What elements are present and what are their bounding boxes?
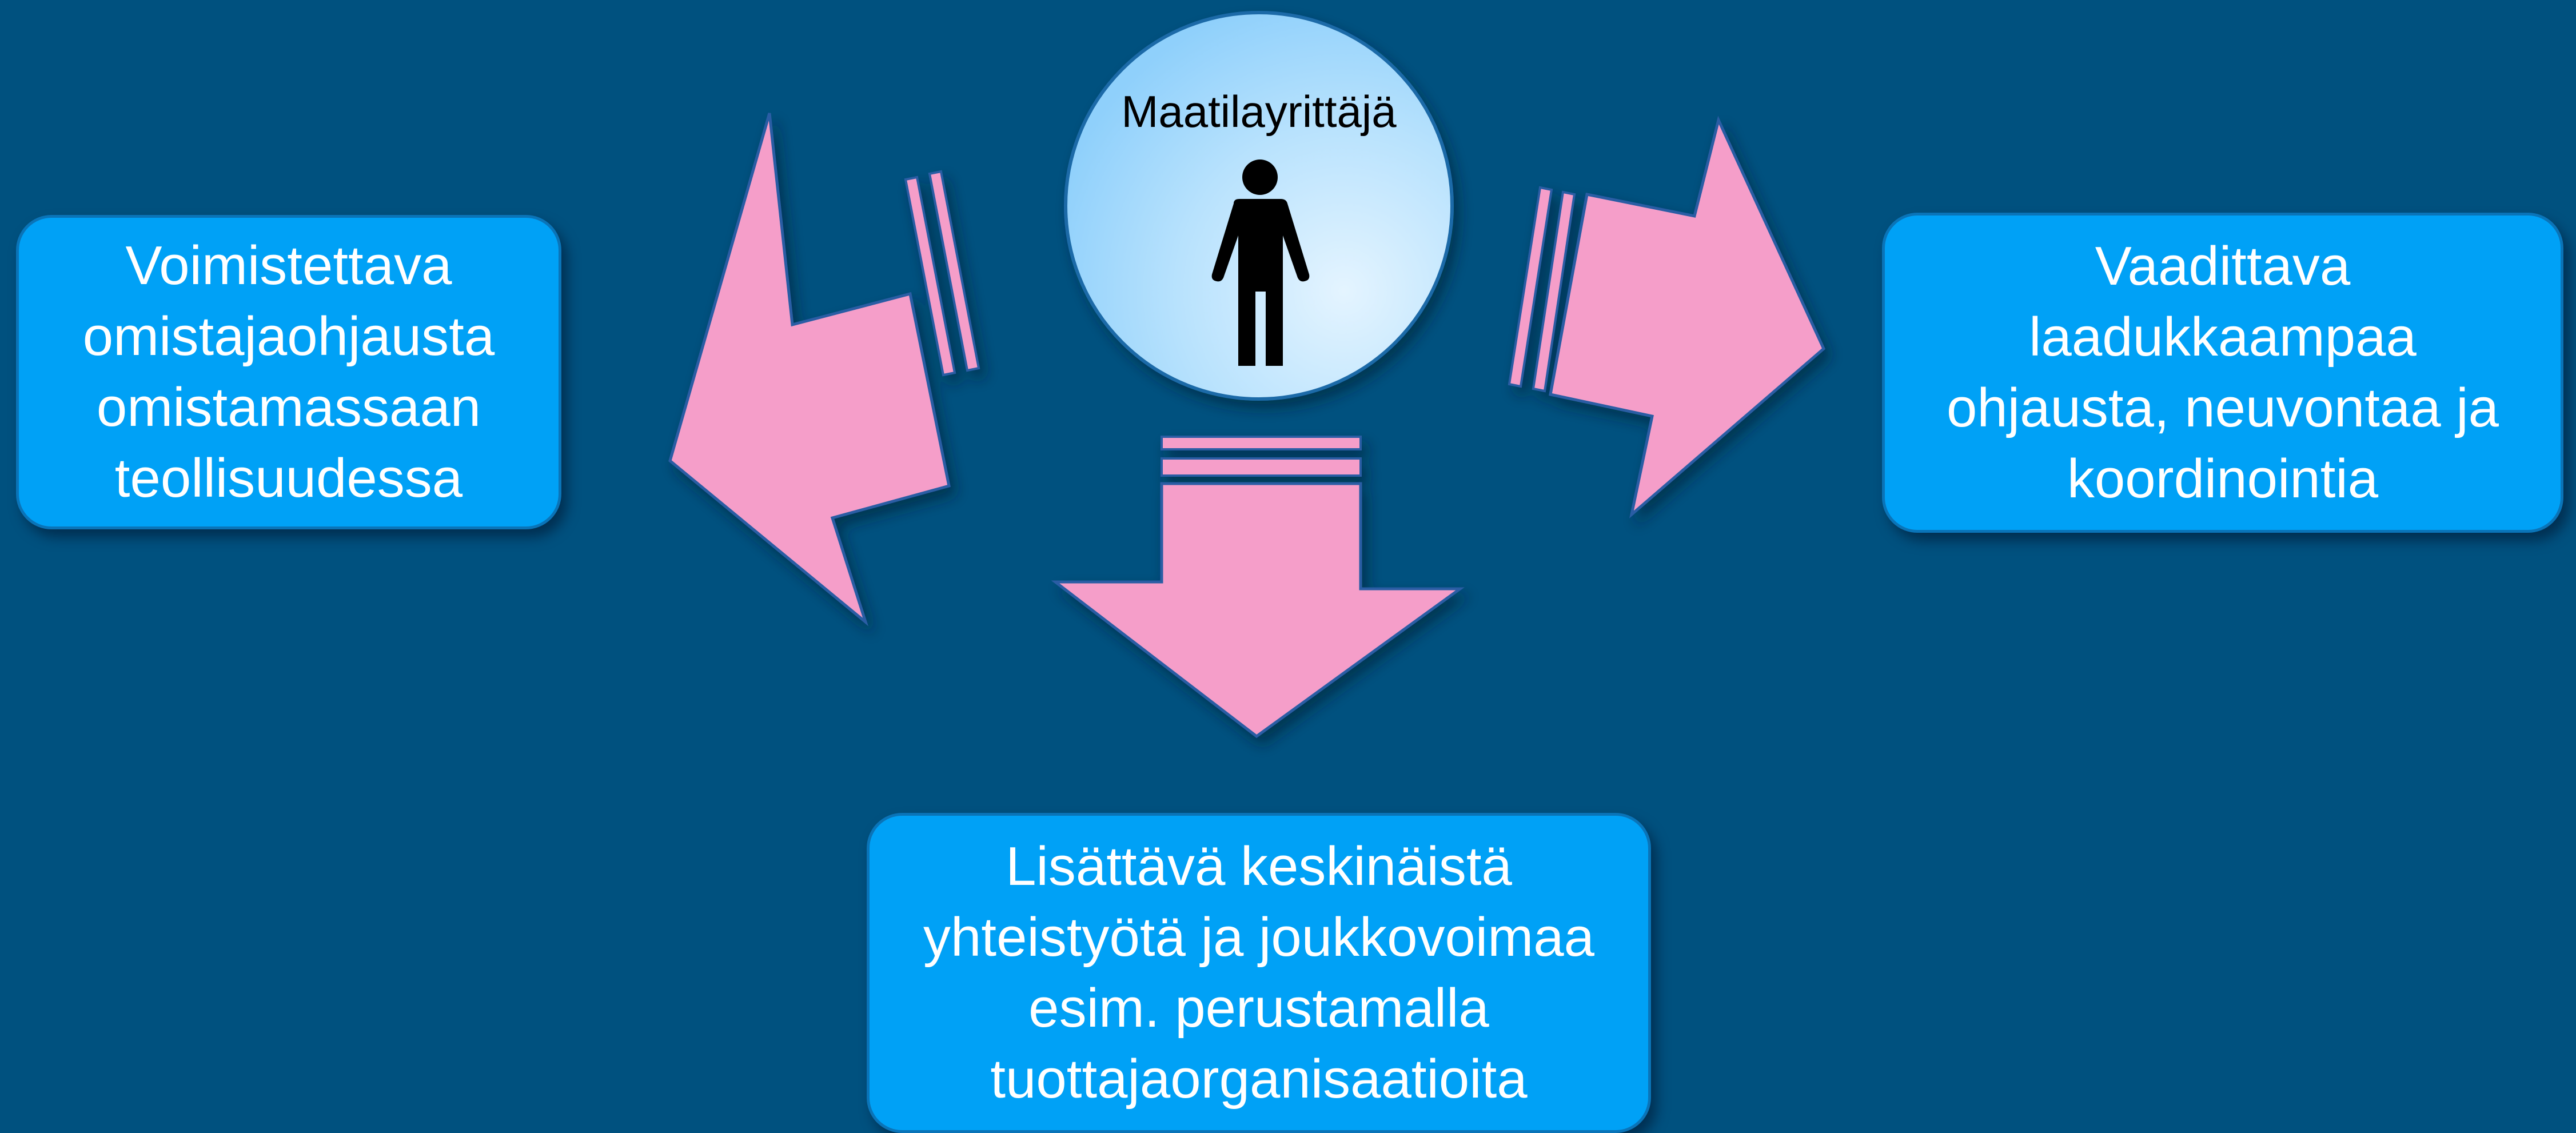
box-line: omistajaohjausta <box>82 306 495 367</box>
person-icon <box>1211 159 1310 366</box>
box-line: Lisättävä keskinäistä <box>1006 836 1512 897</box>
center-label: Maatilayrittäjä <box>1121 86 1397 137</box>
box-line: Vaadittava <box>2095 236 2351 297</box>
box-line: laadukkaampaa <box>2029 306 2417 368</box>
box-line: ohjausta, neuvontaa ja <box>1946 377 2499 438</box>
box-line: teollisuudessa <box>114 448 463 509</box>
box-line: koordinointia <box>2067 448 2379 509</box>
center-node: Maatilayrittäjä <box>1064 11 1454 401</box>
box-line: tuottajaorganisaatioita <box>990 1048 1528 1110</box>
box-owner-steering: Voimistettava omistajaohjausta omistamas… <box>16 215 561 529</box>
arrow-right <box>1508 115 1826 518</box>
arrow-left <box>668 113 980 627</box>
box-guidance-coordination: Vaadittava laadukkaampaa ohjausta, neuvo… <box>1882 213 2563 533</box>
box-cooperation: Lisättävä keskinäistä yhteistyötä ja jou… <box>867 813 1651 1133</box>
arrow-down <box>1051 436 1465 739</box>
box-line: Voimistettava <box>125 235 452 296</box>
box-line: yhteistyötä ja joukkovoimaa <box>923 907 1594 968</box>
box-line: esim. perustamalla <box>1028 978 1489 1039</box>
box-line: omistamassaan <box>96 377 481 438</box>
